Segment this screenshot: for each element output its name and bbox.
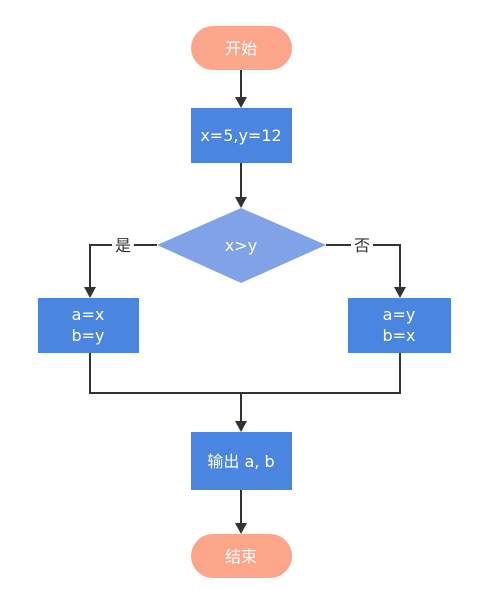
output-label: 输出 a, b	[207, 452, 274, 471]
assign-left-process-shape	[38, 298, 139, 353]
edge-labels: 是 否	[112, 235, 373, 255]
assign-left-line2: b=y	[71, 326, 104, 345]
arrowhead-assign-left	[84, 287, 96, 298]
end-terminal-shape	[191, 534, 292, 578]
connector-no-branch	[326, 244, 401, 288]
assign-right-node: a=y b=x	[348, 298, 451, 353]
assign-right-process-shape	[348, 298, 451, 353]
start-terminal-shape	[191, 26, 292, 70]
yes-label: 是	[115, 236, 131, 255]
end-node: 结束	[191, 534, 292, 578]
decision-diamond-shape	[157, 208, 326, 283]
assign-right-line1: a=y	[383, 305, 416, 324]
init-process-shape	[191, 108, 292, 163]
start-label: 开始	[225, 39, 257, 58]
decision-label: x>y	[225, 236, 257, 255]
assign-left-line1: a=x	[72, 305, 105, 324]
init-node: x=5,y=12	[191, 108, 292, 163]
no-label: 否	[354, 236, 370, 255]
arrowhead-decision	[235, 197, 247, 208]
arrowhead-init	[235, 97, 247, 108]
assign-left-node: a=x b=y	[38, 298, 139, 353]
arrowhead-end	[235, 523, 247, 534]
assign-right-line2: b=x	[382, 326, 415, 345]
arrowhead-output	[235, 421, 247, 432]
output-process-shape	[191, 432, 292, 490]
yes-label-bg	[112, 235, 134, 255]
no-label-bg	[351, 235, 373, 255]
output-node: 输出 a, b	[191, 432, 292, 490]
connector-yes-branch	[89, 244, 157, 288]
start-node: 开始	[191, 26, 292, 70]
end-label: 结束	[225, 547, 257, 566]
init-label: x=5,y=12	[200, 126, 281, 145]
connectors	[84, 70, 406, 534]
arrowhead-assign-right	[394, 287, 406, 298]
decision-node: x>y	[157, 208, 326, 283]
